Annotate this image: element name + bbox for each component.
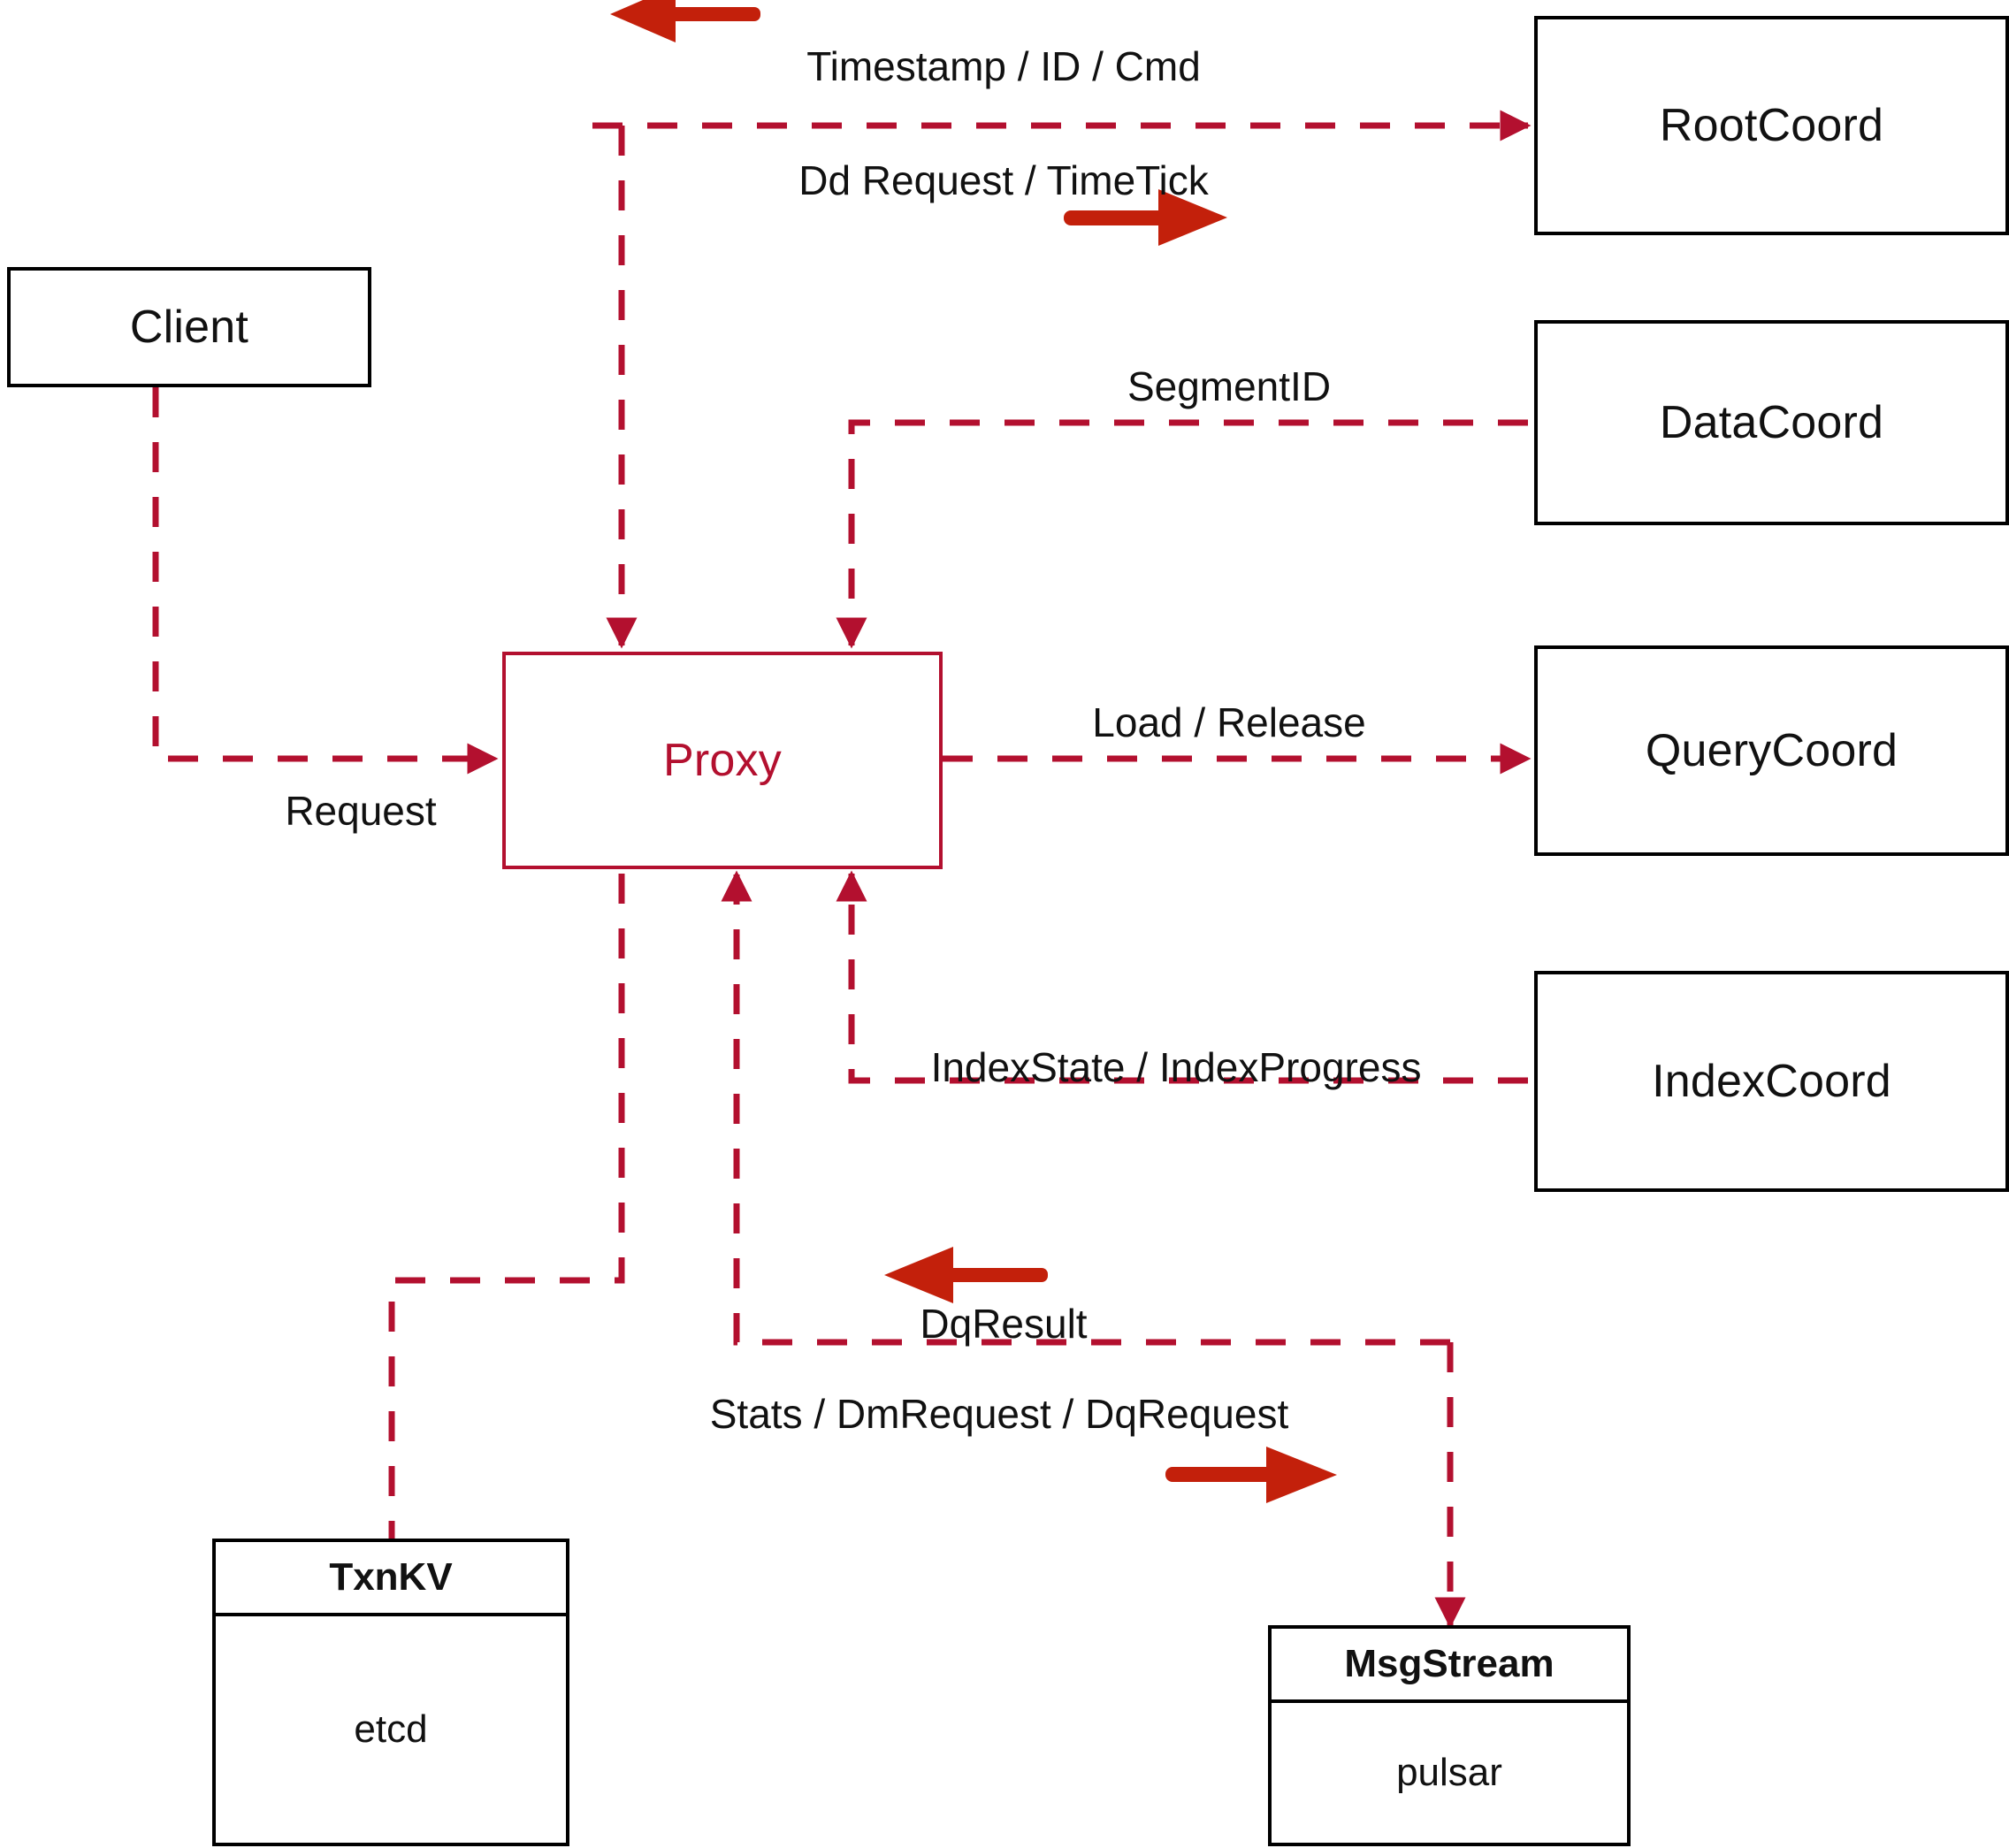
annotation-left-arrow-timestamp (610, 0, 760, 42)
node-rootcoord[interactable]: RootCoord (1534, 16, 2009, 235)
annotation-right-arrow-ddrequest (1064, 189, 1227, 246)
edge-label-stats: Stats / DmRequest / DqRequest (709, 1391, 1289, 1437)
node-datacoord-label: DataCoord (1659, 397, 1884, 448)
node-msgstream-impl: pulsar (1396, 1751, 1502, 1794)
node-querycoord-label: QueryCoord (1645, 725, 1898, 776)
node-txnkv-header: TxnKV (216, 1542, 566, 1616)
edge-label-timestamp: Timestamp / ID / Cmd (806, 43, 1201, 89)
edge-label-dqresult: DqResult (920, 1301, 1088, 1347)
annotation-arrows (610, 0, 1337, 1503)
annotation-left-arrow-dqresult (884, 1247, 1048, 1303)
edge-dqresult (721, 870, 1450, 1346)
node-msgstream-label: MsgStream (1344, 1642, 1554, 1685)
node-datacoord[interactable]: DataCoord (1534, 320, 2009, 525)
node-msgstream[interactable]: MsgStream pulsar (1268, 1625, 1631, 1846)
edge-segmentid (836, 419, 1528, 649)
node-proxy-label: Proxy (663, 735, 782, 786)
edge-label-load-release: Load / Release (1092, 699, 1366, 745)
node-msgstream-body: pulsar (1272, 1703, 1627, 1843)
node-rootcoord-label: RootCoord (1659, 100, 1884, 151)
node-querycoord[interactable]: QueryCoord (1534, 645, 2009, 856)
node-txnkv[interactable]: TxnKV etcd (212, 1539, 569, 1846)
node-txnkv-label: TxnKV (329, 1555, 453, 1599)
edge-request (152, 387, 499, 775)
node-client-label: Client (129, 302, 249, 353)
node-client[interactable]: Client (7, 267, 371, 387)
edge-indexstate (836, 870, 1528, 1084)
node-txnkv-impl: etcd (354, 1707, 428, 1751)
node-msgstream-header: MsgStream (1272, 1629, 1627, 1703)
node-txnkv-body: etcd (216, 1616, 566, 1843)
edge-label-indexstate: IndexState / IndexProgress (930, 1044, 1422, 1090)
edge-label-request: Request (285, 788, 437, 834)
node-proxy[interactable]: Proxy (502, 652, 943, 869)
edge-label-ddrequest: Dd Request / TimeTick (798, 157, 1209, 203)
edge-label-segmentid: SegmentID (1127, 363, 1332, 409)
node-indexcoord[interactable]: IndexCoord (1534, 971, 2009, 1192)
node-indexcoord-label: IndexCoord (1652, 1056, 1891, 1107)
annotation-right-arrow-stats (1165, 1447, 1337, 1503)
edge-txnkv (388, 874, 625, 1539)
